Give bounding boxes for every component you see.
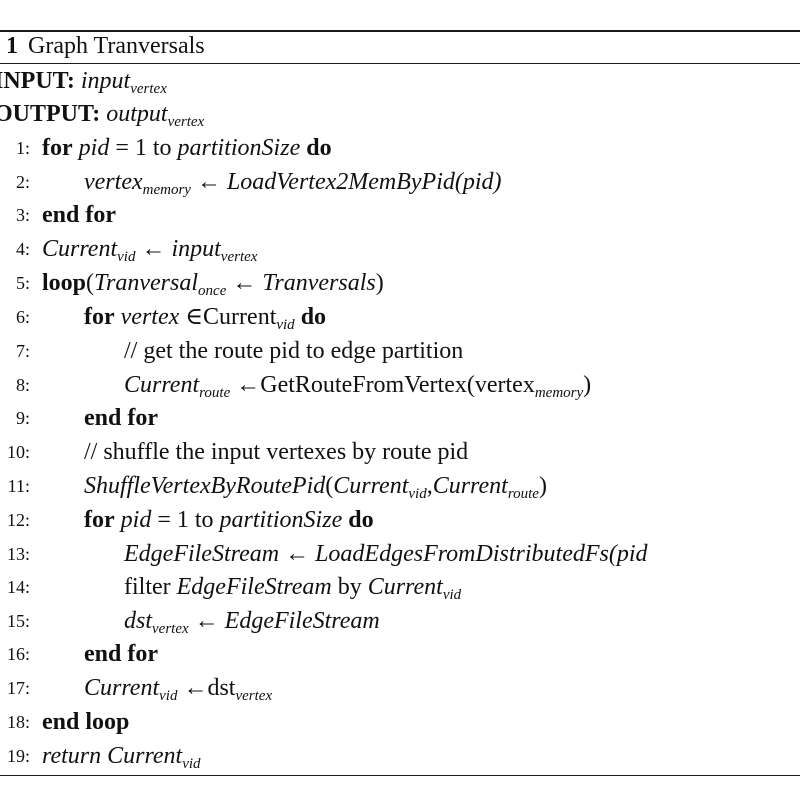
caption-rule [0, 63, 800, 64]
code-line: 4: Currentvid ← inputvertex [0, 232, 800, 266]
line-number: 6: [15, 307, 30, 327]
line-number: 1: [15, 138, 30, 158]
line-number: 14: [6, 577, 30, 597]
code-line: 7: // get the route pid to edge partitio… [0, 334, 800, 368]
algorithm-caption: 1 Graph Tranversals [6, 33, 205, 60]
comment: // shuffle the input vertexes by route p… [84, 439, 469, 465]
line-number: 9: [15, 408, 30, 428]
bottom-rule [0, 775, 800, 776]
line-number: 3: [15, 205, 30, 225]
code-line: 17: Currentvid ←dstvertex [0, 671, 800, 705]
code-line: 11: ShuffleVertexByRoutePid(Currentvid,C… [0, 469, 800, 503]
code-line: 3: end for [0, 198, 800, 232]
input-label: INPUT: [0, 68, 75, 94]
comment: // get the route pid to edge partition [124, 338, 464, 364]
code-line: 16: end for [0, 637, 800, 671]
line-number: 13: [6, 544, 30, 564]
line-number: 15: [6, 611, 30, 631]
code-line: 6: for vertex ∈Currentvid do [0, 300, 800, 334]
output-label: OUTPUT: [0, 101, 101, 127]
code-line: 10: // shuffle the input vertexes by rou… [0, 435, 800, 469]
code-line: 5: loop(Tranversalonce ← Tranversals) [0, 266, 800, 300]
output-line: OUTPUT: outputvertex [0, 97, 800, 131]
line-number: 2: [15, 172, 30, 192]
line-number: 8: [15, 375, 30, 395]
line-number: 17: [6, 678, 30, 698]
algorithm-title: Graph Tranversals [28, 33, 205, 59]
input-line: INPUT: inputvertex [0, 64, 800, 98]
code-line: 8: Currentroute ←GetRouteFromVertex(vert… [0, 368, 800, 402]
line-number: 12: [6, 510, 30, 530]
line-number: 5: [15, 273, 30, 293]
code-line: 18: end loop [0, 705, 800, 739]
top-rule [0, 30, 800, 32]
code-line: 14: filter EdgeFileStream by Currentvid [0, 570, 800, 604]
code-line: 19: return Currentvid [0, 739, 800, 773]
algorithm-number: 1 [6, 33, 18, 59]
line-number: 18: [6, 712, 30, 732]
code-line: 1: for pid = 1 to partitionSize do [0, 131, 800, 165]
line-number: 11: [7, 476, 30, 496]
code-line: 9: end for [0, 401, 800, 435]
line-number: 4: [15, 239, 30, 259]
line-number: 10: [6, 442, 30, 462]
line-number: 19: [6, 746, 30, 766]
code-line: 2: vertexmemory ← LoadVertex2MemByPid(pi… [0, 165, 800, 199]
line-number: 7: [15, 341, 30, 361]
code-line: 15: dstvertex ← EdgeFileStream [0, 604, 800, 638]
code-line: 12: for pid = 1 to partitionSize do [0, 503, 800, 537]
code-line: 13: EdgeFileStream ← LoadEdgesFromDistri… [0, 537, 800, 571]
line-number: 16: [6, 644, 30, 664]
